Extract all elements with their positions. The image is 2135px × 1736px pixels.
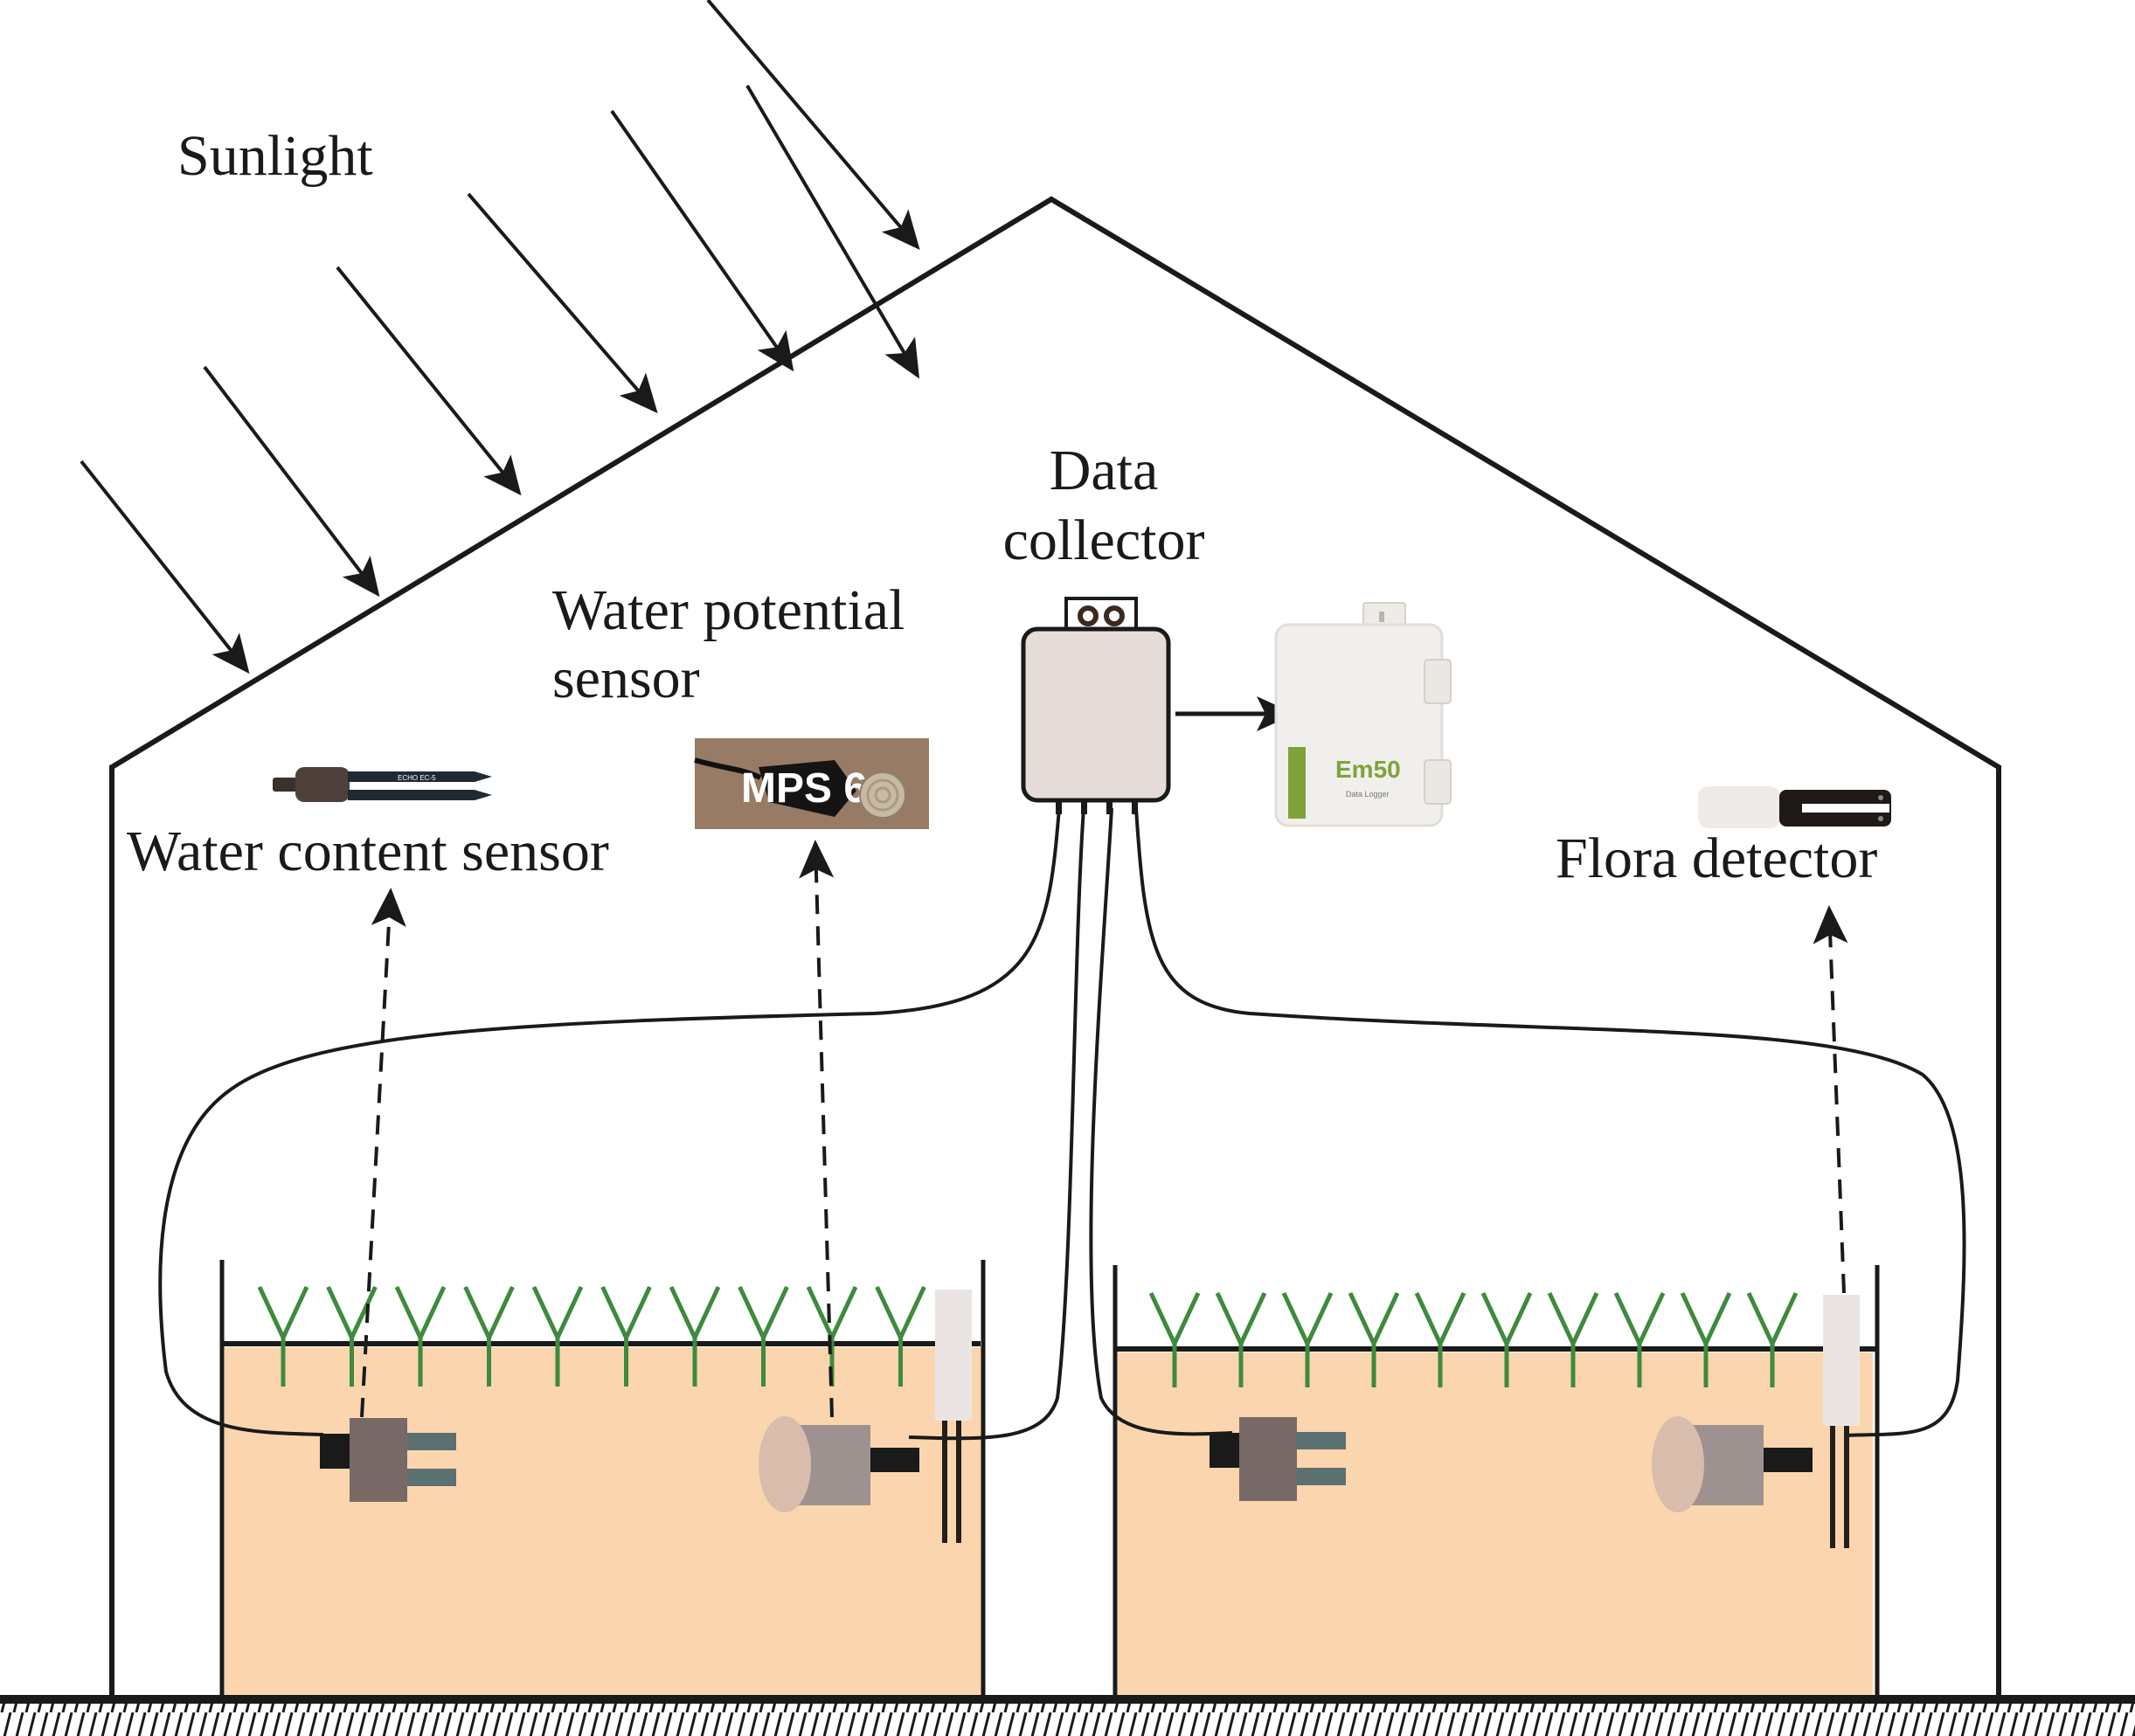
plant-icon bbox=[600, 1285, 652, 1387]
plant-icon bbox=[738, 1285, 789, 1387]
em50-data-logger[interactable]: Em50 Data Logger bbox=[1274, 602, 1452, 827]
dashed-arrows bbox=[360, 840, 1848, 1418]
flora-detector-icon[interactable] bbox=[1823, 1295, 1860, 1548]
sunlight-rays bbox=[80, 0, 920, 674]
sunlight-ray-arrow bbox=[80, 460, 250, 674]
water-potential-label-1: Water potential bbox=[552, 578, 905, 642]
data-collector-label-1: Data bbox=[1050, 439, 1159, 502]
water-content-sensor-photo[interactable]: ECHO EC-5 bbox=[273, 767, 492, 802]
plants bbox=[257, 1285, 1799, 1387]
sunlight-ray-arrow bbox=[467, 192, 658, 414]
collector-port bbox=[1064, 597, 1138, 633]
wc-print-text: ECHO EC-5 bbox=[398, 774, 436, 782]
plant-icon bbox=[463, 1285, 515, 1387]
water-content-sensor-icon[interactable] bbox=[320, 1418, 456, 1502]
logger-body bbox=[1274, 623, 1444, 827]
plant-icon bbox=[1414, 1291, 1466, 1387]
plant-icon bbox=[1348, 1291, 1400, 1387]
greenhouse-outline bbox=[109, 196, 2001, 1697]
flora-detector-label: Flora detector bbox=[1556, 827, 1877, 890]
logger-subtext: Data Logger bbox=[1346, 790, 1390, 799]
plant-icon bbox=[257, 1285, 309, 1387]
water-content-label: Water content sensor bbox=[127, 820, 609, 883]
plant-icon bbox=[1613, 1291, 1666, 1387]
water-content-sensor-icon[interactable] bbox=[1210, 1417, 1346, 1501]
logger-brand-strip bbox=[1288, 747, 1306, 819]
cable-left-outer bbox=[158, 807, 1061, 1436]
data-collector[interactable] bbox=[1021, 597, 1171, 814]
plant-icon bbox=[531, 1285, 584, 1387]
plant-icon bbox=[1148, 1291, 1201, 1387]
plant-icon bbox=[1547, 1291, 1599, 1387]
plant-icon bbox=[1215, 1291, 1267, 1387]
sunlight-ray-arrow bbox=[745, 84, 920, 379]
plant-icon bbox=[875, 1285, 926, 1387]
cable-right-outer bbox=[1134, 807, 1966, 1437]
data-collector-label-2: collector bbox=[1003, 508, 1205, 572]
sunlight-ray-arrow bbox=[336, 266, 522, 496]
water-potential-label-2: sensor bbox=[552, 647, 700, 710]
flora-detector-photo[interactable] bbox=[1698, 786, 1891, 828]
soil-fill bbox=[225, 1347, 983, 1695]
plant-icon bbox=[669, 1285, 721, 1387]
plant-icon bbox=[1281, 1291, 1334, 1387]
sunlight-ray-arrow bbox=[610, 109, 794, 372]
wp-dashed-arrow bbox=[799, 840, 835, 1418]
ground-hatch bbox=[0, 1704, 2135, 1736]
port-hole-icon bbox=[1104, 605, 1125, 626]
port-hole-icon bbox=[1078, 605, 1099, 626]
water-potential-sensor-icon[interactable] bbox=[1652, 1416, 1813, 1512]
water-potential-sensor-photo[interactable]: MPS 6 bbox=[694, 738, 929, 829]
plant-icon bbox=[1680, 1291, 1732, 1387]
plant-icon bbox=[1746, 1291, 1799, 1387]
collector-body bbox=[1021, 626, 1171, 803]
ground-line bbox=[0, 1695, 2135, 1704]
bed-sensors bbox=[320, 1290, 1860, 1548]
soil-bed-left bbox=[219, 1260, 986, 1697]
plant-icon bbox=[394, 1285, 447, 1387]
flora-detector-icon[interactable] bbox=[935, 1290, 972, 1543]
cable-right-inner bbox=[1089, 807, 1233, 1436]
soil-fill bbox=[1118, 1352, 1873, 1695]
plant-icon bbox=[1480, 1291, 1533, 1387]
wp-print-text: MPS 6 bbox=[741, 765, 867, 812]
sunlight-ray-arrow bbox=[203, 365, 380, 598]
flora-dashed-arrow bbox=[1813, 905, 1848, 1294]
water-potential-sensor-icon[interactable] bbox=[759, 1416, 919, 1512]
sunlight-label: Sunlight bbox=[177, 124, 373, 188]
cables bbox=[158, 807, 1966, 1441]
sunlight-ray-arrow bbox=[706, 0, 920, 251]
cable-left-inner bbox=[908, 807, 1085, 1441]
wc-dashed-arrow bbox=[360, 888, 406, 1418]
logger-model-text: Em50 bbox=[1335, 756, 1401, 783]
